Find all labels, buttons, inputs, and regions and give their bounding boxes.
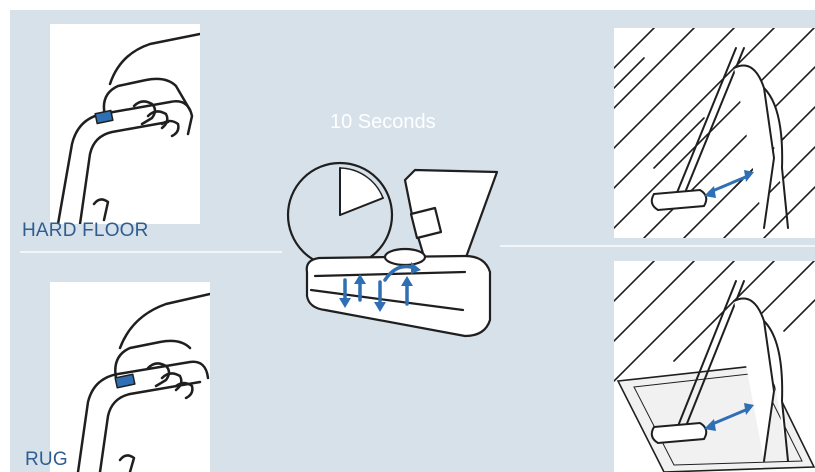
hand-on-handle-rug-icon (50, 282, 210, 472)
instruction-panel: HARD FLOOR RUG 10 Seconds (10, 10, 815, 472)
hand-on-handle-hard-floor-icon (50, 24, 200, 224)
timer-label: 10 Seconds (330, 111, 436, 133)
left-divider (20, 251, 282, 253)
hard-floor-label: HARD FLOOR (22, 220, 149, 241)
right-divider (500, 245, 815, 247)
rug-label: RUG (25, 449, 68, 470)
stopwatch-icon (286, 161, 394, 269)
hard-floor-scene-icon (614, 28, 815, 238)
rug-scene-icon (614, 261, 815, 472)
cleaner-head-with-timer-icon (286, 161, 499, 338)
